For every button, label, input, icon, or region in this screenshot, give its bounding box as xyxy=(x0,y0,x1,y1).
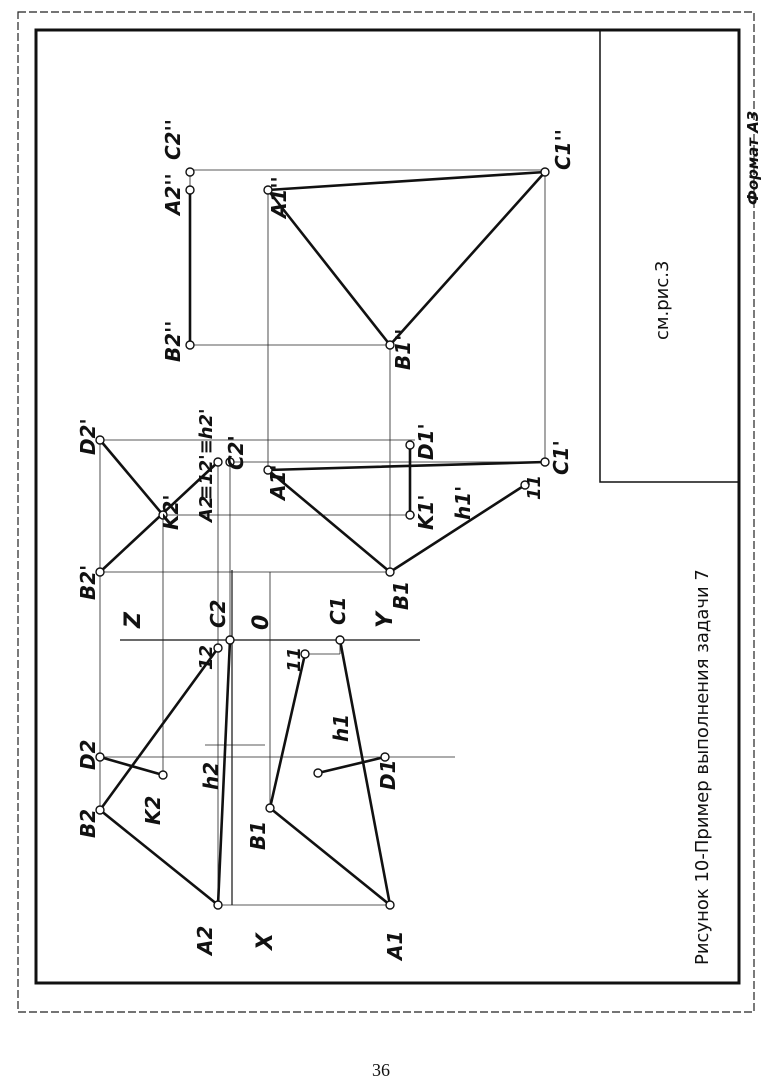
label-h1: h1 xyxy=(329,714,353,742)
label-d2p: D2' xyxy=(76,418,100,455)
label-b1pp: B1'' xyxy=(391,329,415,370)
format-label: Формат А3 xyxy=(744,111,762,205)
label-b1: B1 xyxy=(246,821,270,850)
point-12 xyxy=(213,643,223,653)
label-b2pp: B2'' xyxy=(161,321,185,362)
label-d1p: D1' xyxy=(414,423,438,460)
point-d2 xyxy=(95,752,105,762)
point-c2p xyxy=(225,457,235,467)
middle-view-labels: B2' D2' K2' A2 ≡12'≡h2' C2' A1' B1 C1' D… xyxy=(76,408,573,610)
label-11p: 11 xyxy=(524,475,545,500)
point-11 xyxy=(300,649,310,659)
figure-caption: Рисунок 10-Пример выполнения задачи 7 xyxy=(692,569,713,965)
label-a2: A2 xyxy=(193,926,217,957)
label-a2p: A2 xyxy=(196,496,217,524)
label-b2: B2 xyxy=(76,809,100,838)
left-view-labels: A2 B2 C2 12 D2 K2 h2 A1 B1 C1 11 D1 h1 xyxy=(76,596,407,962)
projection-lines xyxy=(99,169,546,906)
label-a1: A1 xyxy=(383,931,407,962)
label-c2p: C2' xyxy=(224,435,248,470)
label-c1p: C1' xyxy=(549,440,573,475)
point-d1p xyxy=(405,440,415,450)
label-c2pp: C2'' xyxy=(161,119,185,160)
label-b2p: B2' xyxy=(76,565,100,600)
point-k2p xyxy=(158,510,168,520)
label-c2: C2 xyxy=(206,599,230,628)
svg-text:см.рис.3: см.рис.3 xyxy=(652,261,673,340)
label-12: 12 xyxy=(196,645,217,670)
reference-note: см.рис.3 xyxy=(652,261,673,340)
point-c1p xyxy=(540,457,550,467)
point-b1pp xyxy=(385,340,395,350)
point-b2 xyxy=(95,805,105,815)
point-b2pp xyxy=(185,340,195,350)
label-k2p: K2' xyxy=(159,494,183,530)
label-eq: ≡12'≡h2' xyxy=(196,408,217,500)
label-a2pp: A2'' xyxy=(161,173,185,217)
point-a2 xyxy=(213,900,223,910)
label-h2: h2 xyxy=(199,762,223,790)
point-c1pp xyxy=(540,167,550,177)
page-number: 36 xyxy=(372,1060,390,1080)
axis-x-label: X xyxy=(253,932,278,952)
label-b1p: B1 xyxy=(389,581,413,610)
axis-z-label: Z xyxy=(121,611,146,629)
label-11: 11 xyxy=(284,647,305,672)
point-k2 xyxy=(158,770,168,780)
object-lines xyxy=(98,170,547,907)
axis-origin-label: 0 xyxy=(249,615,274,630)
point-c2 xyxy=(225,635,235,645)
label-h1p: h1' xyxy=(451,486,475,520)
outer-frame xyxy=(17,11,755,1013)
label-a1p: A1' xyxy=(266,464,290,502)
point-a1 xyxy=(385,900,395,910)
point-markers xyxy=(95,167,550,910)
label-c1pp: C1'' xyxy=(551,129,575,170)
right-view-labels: B2'' A2'' C2'' A1'' B1'' C1'' xyxy=(161,119,575,370)
axis-y-label: Y xyxy=(373,610,398,628)
svg-text:Формат А3: Формат А3 xyxy=(744,111,762,205)
label-d2: D2 xyxy=(76,739,100,770)
point-a2pp xyxy=(185,185,195,195)
point-c2pp xyxy=(185,167,195,177)
point-b2p xyxy=(95,567,105,577)
label-d1: D1 xyxy=(376,759,400,790)
point-a2p xyxy=(213,457,223,467)
point-k1p xyxy=(405,510,415,520)
point-k1 xyxy=(313,768,323,778)
label-k2: K2 xyxy=(141,796,165,825)
inner-frame xyxy=(34,28,741,985)
svg-text:Рисунок 10-Пример выполнения з: Рисунок 10-Пример выполнения задачи 7 xyxy=(692,569,713,965)
label-a1pp: A1'' xyxy=(267,176,291,220)
point-a1p xyxy=(263,465,273,475)
point-d2p xyxy=(95,435,105,445)
point-b1p xyxy=(385,567,395,577)
point-c1 xyxy=(335,635,345,645)
label-c1: C1 xyxy=(326,596,350,625)
label-k1p: K1' xyxy=(414,494,438,530)
title-block xyxy=(599,29,740,483)
point-11p xyxy=(520,480,530,490)
point-b1 xyxy=(265,803,275,813)
point-a1pp xyxy=(263,185,273,195)
point-d1 xyxy=(380,752,390,762)
